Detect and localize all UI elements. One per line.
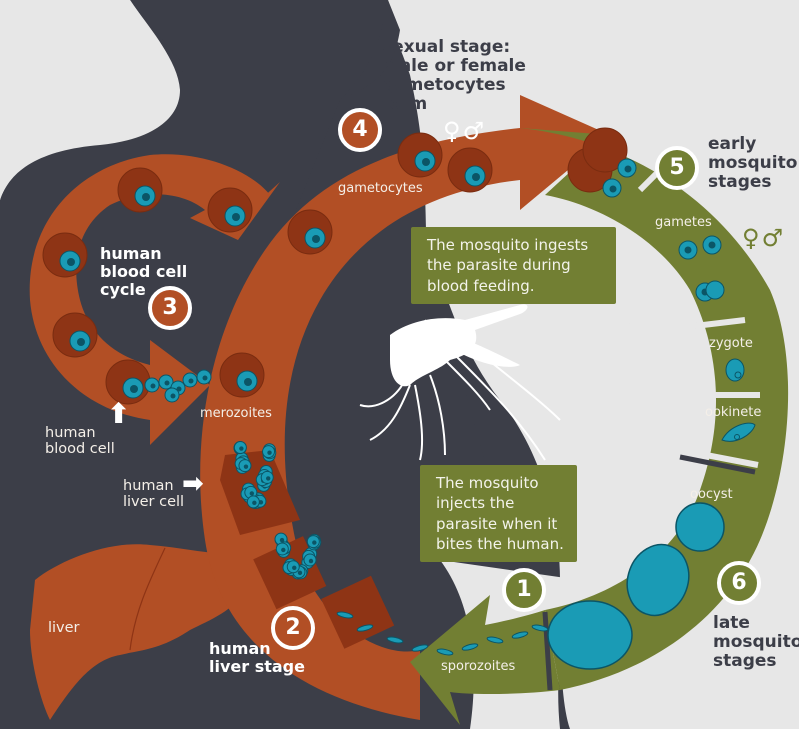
sporozoite-arrow bbox=[410, 595, 560, 725]
sporozoite bbox=[386, 636, 404, 644]
step-4-badge: 4 bbox=[338, 108, 382, 152]
sporozoite bbox=[411, 644, 429, 652]
oocyst-parasites bbox=[547, 502, 725, 670]
infected-red-blood-cell bbox=[52, 312, 98, 358]
infected-red-blood-cell bbox=[397, 132, 443, 178]
label-gametes: gametes bbox=[655, 215, 712, 230]
infected-red-blood-cell bbox=[117, 167, 163, 213]
infected-red-blood-cell bbox=[105, 359, 151, 405]
sporozoite-parasites bbox=[336, 611, 549, 656]
label-liver: liver bbox=[48, 620, 80, 636]
mosquito-icon bbox=[359, 304, 561, 461]
left-arm-light bbox=[0, 0, 180, 200]
ingested-red-blood-cell bbox=[582, 127, 637, 178]
step-3-badge: 3 bbox=[148, 286, 192, 330]
infected-red-blood-cell bbox=[287, 209, 333, 255]
step-2-badge: 2 bbox=[271, 606, 315, 650]
label-gametocytes: gametocytes bbox=[338, 181, 423, 196]
label-sporozoites: sporozoites bbox=[441, 659, 516, 674]
label-oocyst: oocyst bbox=[690, 487, 733, 502]
sporozoite-divider bbox=[542, 611, 553, 691]
label-merozoites: merozoites bbox=[200, 406, 272, 421]
infected-red-blood-cell bbox=[447, 147, 493, 193]
sporozoite bbox=[486, 636, 504, 644]
step-6-badge: 6 bbox=[717, 561, 761, 605]
step-5-badge: 5 bbox=[655, 146, 699, 190]
red-blood-cells bbox=[42, 127, 637, 405]
liver-organ bbox=[30, 544, 259, 720]
infected-red-blood-cell bbox=[207, 187, 253, 233]
ookinete-parasite bbox=[721, 422, 756, 442]
infected-red-blood-cell bbox=[219, 352, 265, 398]
mosquito-stage-arc bbox=[520, 128, 789, 690]
merozoite-clusters bbox=[144, 369, 322, 580]
up-arrow-icon: ⬆ bbox=[107, 397, 131, 430]
step-1-badge: 1 bbox=[502, 568, 546, 612]
inner-light-area bbox=[560, 250, 640, 560]
sporozoite bbox=[436, 648, 454, 656]
female-male-symbol-icon-mosquito: ♀♂ bbox=[742, 224, 786, 252]
sporozoite bbox=[461, 643, 479, 651]
liver-lobe-line bbox=[129, 547, 166, 651]
female-male-symbol-icon: ♀♂ bbox=[443, 117, 487, 145]
gamete-parasites bbox=[678, 235, 725, 302]
infected-red-blood-cell bbox=[42, 232, 88, 278]
oocyst-divider bbox=[679, 454, 756, 475]
sporozoite bbox=[356, 624, 374, 632]
right-arrow-icon: ➡ bbox=[182, 469, 204, 499]
label-ookinete: ookinete bbox=[705, 405, 762, 420]
label-zygote: zygote bbox=[709, 336, 753, 351]
head-silhouette bbox=[132, 0, 386, 140]
sporozoite bbox=[511, 631, 529, 639]
sporozoite bbox=[336, 611, 354, 619]
zygote-parasite bbox=[725, 358, 745, 382]
